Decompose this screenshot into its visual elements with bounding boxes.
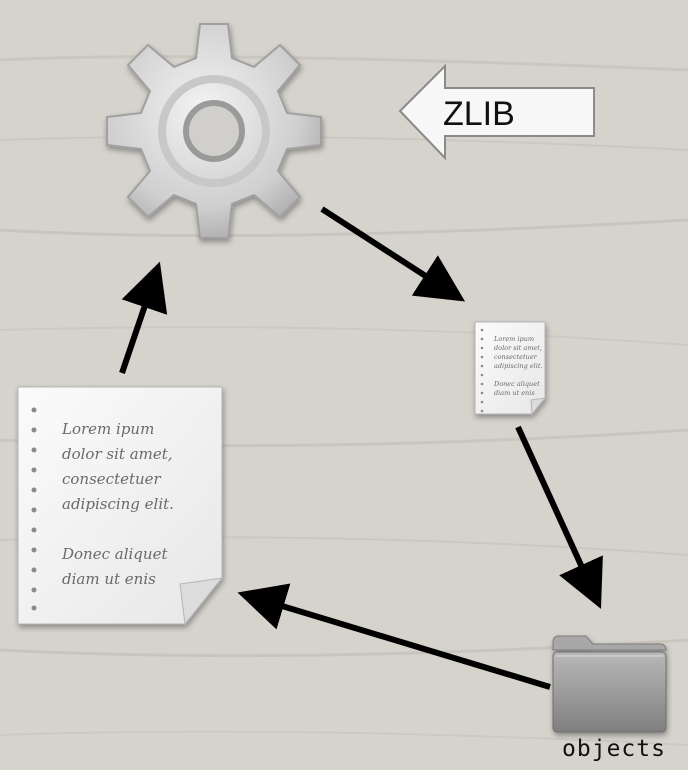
- large-doc-line: consectetuer: [62, 470, 162, 488]
- large-doc-line: diam ut enis: [62, 570, 156, 588]
- folder-label: objects: [562, 736, 666, 762]
- small-doc-line: dolor sit amet,: [494, 344, 542, 352]
- zlib-label: ZLIB: [443, 95, 515, 133]
- arrow-large-doc-to-gear: [119, 261, 168, 374]
- arrow-small-doc-to-folder: [515, 425, 603, 609]
- svg-text:Lorem ipum dolor sit ame: Lorem ipum dolor sit amet, consectetuer …: [493, 335, 545, 397]
- small-doc-line: consectetuer: [494, 353, 538, 361]
- flow-arrows: [119, 206, 603, 690]
- small-document-icon: Lorem ipum dolor sit amet, consectetuer …: [474, 321, 547, 416]
- small-doc-line: Lorem ipum: [493, 335, 534, 343]
- small-doc-line: adipiscing elit.: [494, 362, 543, 370]
- large-doc-line: Donec aliquet: [61, 545, 168, 563]
- arrow-gear-to-small-doc: [320, 206, 466, 302]
- small-doc-line: diam ut enis: [494, 389, 535, 397]
- large-doc-line: dolor sit amet,: [62, 445, 173, 463]
- large-document-dots: [31, 407, 37, 611]
- gear-icon: [106, 23, 322, 239]
- large-doc-line: Lorem ipum: [61, 420, 154, 438]
- large-document-icon: Lorem ipum dolor sit amet, consectetuer …: [17, 386, 224, 626]
- arrow-folder-to-large-doc: [237, 583, 551, 690]
- zlib-arrow: ZLIB: [398, 63, 595, 161]
- small-document-dots: [480, 328, 484, 413]
- folder-icon: [552, 635, 667, 733]
- large-doc-line: adipiscing elit.: [62, 495, 174, 513]
- svg-text:Lorem ipum dolor sit ame: Lorem ipum dolor sit amet, consectetuer …: [61, 420, 179, 588]
- small-doc-line: Donec aliquet: [493, 380, 540, 388]
